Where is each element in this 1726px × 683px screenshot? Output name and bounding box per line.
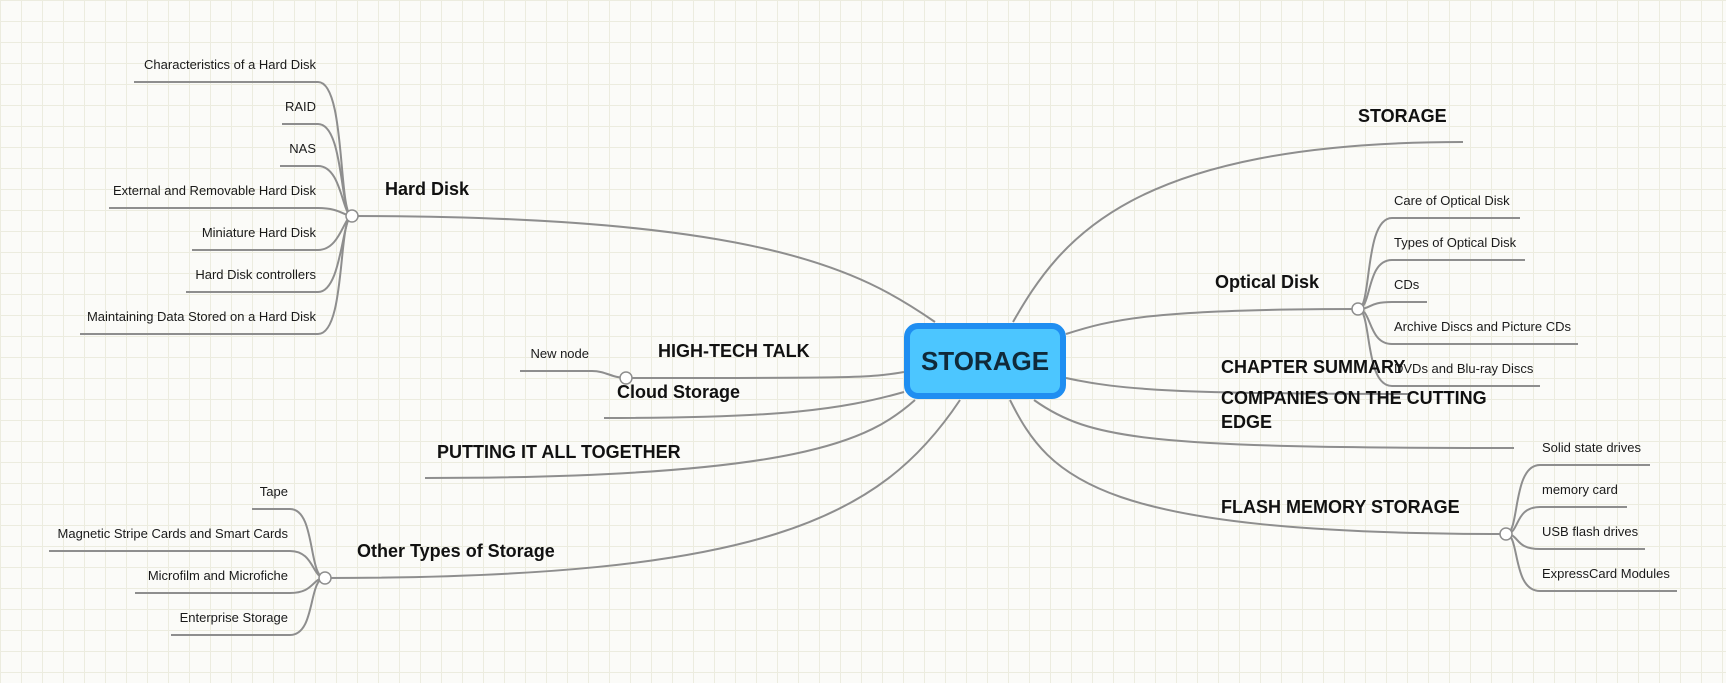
node-cds[interactable]: CDs [1394,277,1420,292]
node-nas[interactable]: NAS [289,141,316,156]
node-usb-flash-drives[interactable]: USB flash drives [1542,524,1639,539]
node-enterprise-storage[interactable]: Enterprise Storage [179,610,288,625]
node-expresscard-modules[interactable]: ExpressCard Modules [1542,566,1670,581]
connector-cloud-storage [603,391,905,419]
node-raid[interactable]: RAID [284,99,316,114]
connector-storage-topic [1012,141,1464,323]
node-maintaining-data-hard-disk[interactable]: Maintaining Data Stored on a Hard Disk [86,309,316,324]
branch-optical-disk[interactable]: Optical Disk [1215,272,1320,292]
node-miniature-hard-disk[interactable]: Miniature Hard Disk [201,225,316,240]
connector-putting-together [424,399,916,479]
branch-hard-disk[interactable]: Hard Disk [385,179,470,199]
branch-storage-topic[interactable]: STORAGE [1358,106,1447,126]
node-new-node[interactable]: New node [530,346,589,361]
branch-high-tech-talk[interactable]: HIGH-TECH TALK [658,341,810,361]
node-archive-discs-picture-cds[interactable]: Archive Discs and Picture CDs [1394,319,1571,334]
connector-companies [1033,399,1515,449]
connector-optical-disk [1065,308,1359,335]
hard-disk-collapse-toggle [345,209,359,223]
node-characteristics-of-a-hard-disk[interactable]: Characteristics of a Hard Disk [144,57,316,72]
branch-cloud-storage[interactable]: Cloud Storage [617,382,741,402]
node-magnetic-stripe-smart-cards[interactable]: Magnetic Stripe Cards and Smart Cards [57,526,288,541]
node-hard-disk-controllers[interactable]: Hard Disk controllers [195,267,316,282]
branch-chapter-summary[interactable]: CHAPTER SUMMARY [1221,357,1406,377]
optical-disk-collapse-toggle [1351,302,1365,316]
connector-other-types [324,399,961,579]
connector-hard-disk [351,215,936,323]
node-tape[interactable]: Tape [259,484,288,499]
node-solid-state-drives[interactable]: Solid state drives [1542,440,1641,455]
other-types-collapse-toggle [318,571,332,585]
node-care-of-optical-disk[interactable]: Care of Optical Disk [1394,193,1510,208]
node-memory-card[interactable]: memory card [1542,482,1618,497]
flash-memory-collapse-toggle [1499,527,1513,541]
node-microfilm-microfiche[interactable]: Microfilm and Microfiche [147,568,288,583]
connector-flash-memory [1009,399,1507,535]
root-node-storage[interactable]: STORAGE [904,323,1066,399]
node-external-removable-hard-disk[interactable]: External and Removable Hard Disk [112,183,316,198]
branch-other-types-of-storage[interactable]: Other Types of Storage [357,541,555,561]
high-tech-talk-collapse-toggle [619,371,633,385]
connector-chapter-summary [1065,377,1411,395]
connector-high-tech-talk [625,371,905,379]
branch-putting-it-all-together[interactable]: PUTTING IT ALL TOGETHER [437,442,681,462]
node-dvds-blu-ray-discs[interactable]: DVDs and Blu-ray Discs [1394,361,1534,376]
node-types-of-optical-disk[interactable]: Types of Optical Disk [1394,235,1517,250]
branch-flash-memory-storage[interactable]: FLASH MEMORY STORAGE [1221,497,1460,517]
branch-companies-on-the-cutting-edge[interactable]: COMPANIES ON THE CUTTING EDGE [1221,388,1487,432]
